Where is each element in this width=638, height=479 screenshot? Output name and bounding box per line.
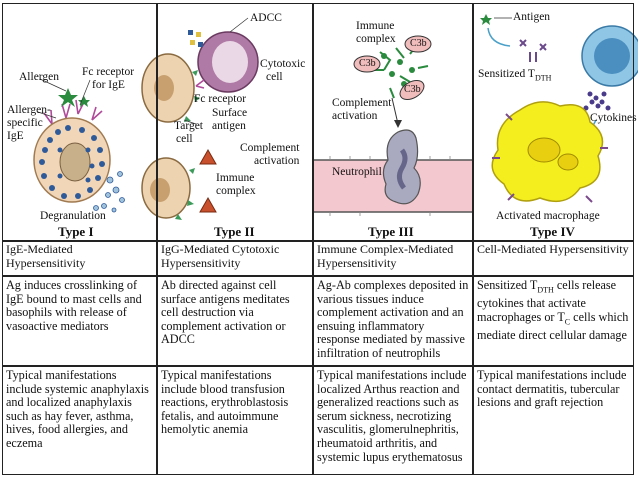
type4-mechanism-post: cells which mediate direct cellular dama… [477, 309, 629, 342]
label-surface-antigen-2: antigen [212, 120, 246, 132]
type1-illustration [33, 78, 125, 213]
type4-mechanism: Sensitized TDTH cells release cytokines … [474, 277, 632, 365]
label-allergen-specific-2: specific [7, 117, 43, 129]
label-c3b-3: C3b [404, 84, 421, 95]
column-divider-2 [312, 3, 314, 475]
label-immune-complex-iii-2: complex [356, 33, 396, 45]
type1-mechanism: Ag induces crosslinking of IgE bound to … [6, 278, 142, 333]
label-cytotoxic: Cytotoxic [260, 58, 306, 70]
label-fc-receptor-ii: Fc receptor [194, 93, 247, 105]
allergen-star-2 [78, 96, 90, 107]
type3-label: Type III [368, 224, 414, 239]
type2-mechanism: Ab directed against cell surface antigen… [161, 278, 290, 347]
antigen-star [480, 14, 492, 25]
label-target-cell-2: cell [176, 133, 193, 145]
label-c3b-2: C3b [359, 58, 376, 69]
label-allergen-specific: Allergen- [7, 104, 51, 116]
type4-name: Cell-Mediated Hypersensitivity [477, 242, 629, 256]
label-surface-antigen: Surface [212, 107, 248, 119]
type4-mechanism-sub1: DTH [537, 285, 554, 295]
label-sensitized-sub: DTH [534, 73, 552, 83]
type2-illustration [141, 17, 259, 220]
complement-triangle-2 [199, 196, 217, 213]
label-fc-receptor-2: for IgE [92, 79, 125, 91]
label-neutrophil: Neutrophil [332, 166, 382, 178]
type4-manifestations: Typical manifestations include contact d… [477, 368, 627, 410]
label-cytokines: Cytokines [590, 112, 637, 124]
type2-name: IgG-Mediated Cytotoxic Hypersensitivity [161, 242, 280, 270]
c3b-oval-3 [399, 80, 425, 100]
type4-mechanism-mid: cells release cytokines that activate ma… [477, 278, 617, 324]
label-sensitized-text: Sensitized T [478, 68, 535, 80]
type3-manifestations: Typical manifestations include localized… [317, 368, 467, 464]
type4-mechanism-sub2: C [564, 317, 571, 327]
column-divider-1 [156, 3, 158, 475]
label-allergen-specific-3: IgE [7, 130, 24, 142]
label-fc-receptor: Fc receptor [82, 66, 135, 78]
type4-mechanism-pre: Sensitized T [477, 278, 538, 292]
label-adcc: ADCC [250, 12, 282, 24]
column-divider-3 [472, 3, 474, 475]
row-divider-3 [2, 365, 634, 367]
row-divider-2 [2, 275, 634, 277]
label-antigen: Antigen [513, 11, 551, 23]
label-cytotoxic-2: cell [266, 71, 283, 83]
type3-illustration [314, 35, 472, 216]
allergen-star [58, 88, 78, 107]
label-immune-complex-ii-2: complex [216, 185, 256, 197]
c3b-oval-2 [353, 55, 381, 73]
type1-name: IgE-Mediated Hypersensitivity [6, 242, 86, 270]
cytokines [583, 91, 611, 111]
type3-name: Immune Complex-Mediated Hypersensitivity [317, 242, 454, 270]
label-complement-activation-iii: Complement [332, 97, 392, 109]
label-activated-macrophage: Activated macrophage [496, 210, 600, 222]
type1-label: Type I [58, 224, 94, 239]
label-complement-activation-iii-2: activation [332, 110, 378, 122]
type1-manifestations: Typical manifestations include systemic … [6, 368, 149, 450]
label-immune-complex-ii: Immune [216, 172, 255, 184]
label-complement-activation: Complement [240, 142, 300, 154]
table-border [2, 3, 634, 475]
label-allergen: Allergen [19, 71, 60, 83]
label-degranulation: Degranulation [40, 210, 106, 222]
type3-mechanism: Ag-Ab complexes deposited in various tis… [317, 278, 469, 360]
label-c3b-1: C3b [410, 38, 427, 49]
type4-label: Type IV [530, 224, 575, 239]
c3b-oval-1 [404, 35, 432, 53]
complement-triangle [199, 148, 217, 165]
label-sensitized-tdth: Sensitized TDTH [478, 68, 551, 85]
type4-illustration [480, 14, 638, 203]
row-divider-1 [2, 240, 634, 242]
label-immune-complex-iii: Immune [356, 20, 395, 32]
granules [39, 125, 105, 199]
label-complement-activation-2: activation [254, 155, 300, 167]
type2-label: Type II [214, 224, 255, 239]
label-target-cell: Target [174, 120, 203, 132]
type2-manifestations: Typical manifestations include blood tra… [161, 368, 289, 437]
